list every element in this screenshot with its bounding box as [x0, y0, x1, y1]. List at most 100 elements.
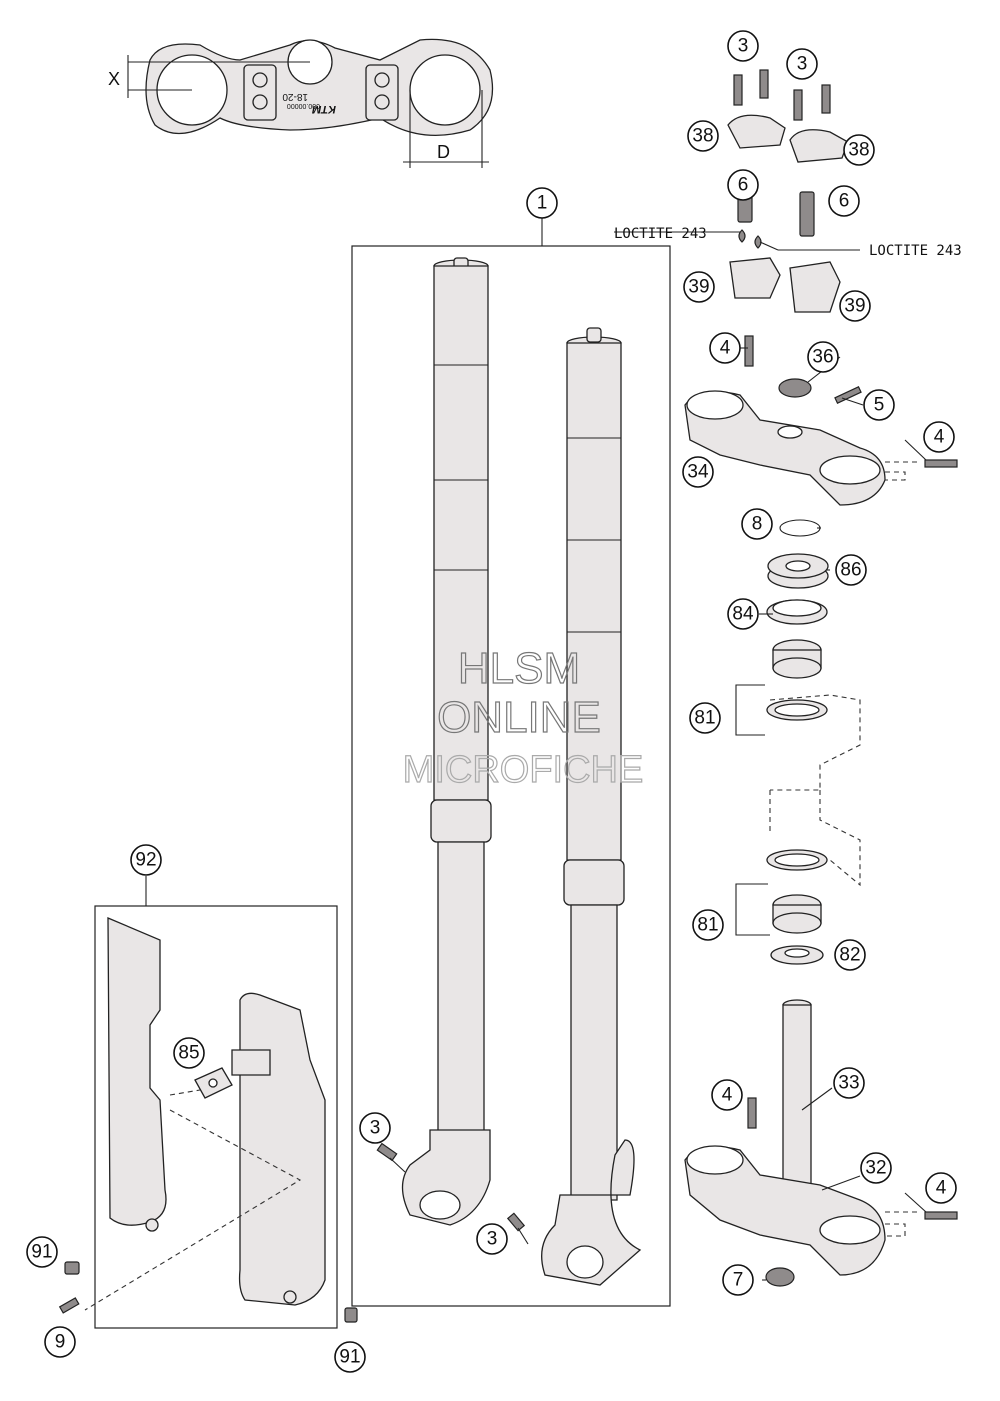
callout-4: 4	[709, 332, 741, 364]
svg-text:32: 32	[865, 1158, 886, 1179]
svg-text:7: 7	[733, 1270, 744, 1291]
callout-81: 81	[689, 702, 721, 734]
lower-bearing	[766, 849, 828, 934]
watermark-line-2: ONLINE	[437, 693, 601, 742]
bolt-4-side-top	[924, 459, 958, 468]
svg-text:8: 8	[752, 514, 763, 535]
callout-33: 33	[833, 1067, 865, 1099]
guard-bolt	[58, 1297, 80, 1314]
svg-text:4: 4	[934, 427, 945, 448]
loctite-note-left: LOCTITE 243	[614, 226, 707, 242]
svg-text:85: 85	[178, 1043, 199, 1064]
callout-4: 4	[923, 421, 955, 453]
callout-3: 3	[476, 1223, 508, 1255]
handlebar-clamp-upper-a	[727, 114, 786, 149]
callout-5: 5	[863, 389, 895, 421]
right-fork-guard	[231, 992, 326, 1306]
callout-3: 3	[786, 48, 818, 80]
plug-7	[765, 1267, 795, 1287]
svg-text:6: 6	[839, 191, 850, 212]
callout-4: 4	[925, 1172, 957, 1204]
bolt-4-side-bottom	[924, 1211, 958, 1220]
svg-text:34: 34	[687, 462, 709, 483]
callout-85: 85	[173, 1037, 205, 1069]
callout-39: 39	[683, 271, 715, 303]
svg-text:3: 3	[487, 1229, 498, 1250]
svg-text:3: 3	[797, 54, 808, 75]
ktm-logo: KTM	[311, 103, 336, 115]
callout-36: 36	[807, 341, 839, 373]
callout-6: 6	[828, 185, 860, 217]
bolt-4-top	[744, 335, 754, 367]
callout-82: 82	[834, 939, 866, 971]
watermark: HLSM ONLINE MICROFICHE	[402, 643, 644, 791]
svg-text:6: 6	[738, 175, 749, 196]
fork-assembly-frame	[351, 245, 671, 1307]
svg-text:33: 33	[838, 1073, 859, 1094]
svg-text:1: 1	[537, 193, 548, 214]
svg-text:91: 91	[31, 1242, 52, 1263]
o-ring-8	[779, 519, 821, 537]
svg-text:4: 4	[936, 1178, 947, 1199]
callout-91: 91	[334, 1341, 366, 1373]
svg-text:3: 3	[370, 1118, 381, 1139]
svg-text:82: 82	[839, 945, 860, 966]
callout-8: 8	[741, 508, 773, 540]
handlebar-clamp-lower-b	[789, 261, 841, 313]
callout-1: 1	[526, 187, 558, 219]
callout-38: 38	[687, 120, 719, 152]
callout-38: 38	[843, 134, 875, 166]
loctite-note-right: LOCTITE 243	[869, 243, 962, 259]
handlebar-clamp-lower-a	[729, 257, 781, 299]
bolt-38b-2	[821, 84, 831, 114]
fork-guard-frame	[94, 905, 338, 1329]
svg-text:36: 36	[812, 347, 833, 368]
bolt-4-bottom	[747, 1097, 757, 1129]
dimension-x-label: X	[108, 69, 120, 89]
svg-text:5: 5	[874, 395, 885, 416]
svg-text:91: 91	[339, 1347, 360, 1368]
bolt-6b	[799, 191, 815, 237]
leader-lines	[614, 231, 927, 1281]
left-fork-guard	[107, 917, 167, 1232]
callout-34: 34	[682, 456, 714, 488]
right-fork-leg	[541, 327, 642, 1286]
callout-3: 3	[727, 30, 759, 62]
callout-84: 84	[727, 598, 759, 630]
guard-screw-2	[344, 1307, 358, 1323]
bolt-38a-1	[733, 74, 743, 106]
svg-text:81: 81	[697, 915, 718, 936]
svg-text:39: 39	[844, 296, 865, 317]
bottom-triple-clamp	[684, 1145, 886, 1276]
callout-4: 4	[711, 1079, 743, 1111]
callout-3: 3	[359, 1112, 391, 1144]
dust-seal-82	[770, 945, 824, 965]
bolt-5	[834, 385, 862, 405]
guard-screw	[64, 1261, 80, 1275]
guard-clip	[194, 1067, 233, 1099]
seal-86	[767, 553, 829, 589]
svg-text:4: 4	[722, 1085, 733, 1106]
fork-bolt-right	[506, 1212, 526, 1232]
svg-text:4: 4	[720, 338, 731, 359]
watermark-line-1: HLSM	[458, 644, 580, 693]
callout-92: 92	[130, 844, 162, 876]
watermark-line-3: MICROFICHE	[403, 749, 644, 791]
svg-text:39: 39	[688, 277, 709, 298]
handlebar-clamp-upper-b	[789, 129, 849, 163]
fork-bolt-left	[376, 1142, 398, 1162]
callout-81: 81	[692, 909, 724, 941]
svg-text:81: 81	[694, 708, 715, 729]
seal-84	[766, 599, 828, 625]
left-fork-leg	[401, 257, 492, 1226]
callout-9: 9	[44, 1326, 76, 1358]
svg-text:86: 86	[840, 560, 861, 581]
steering-stem	[782, 999, 812, 1186]
callout-86: 86	[835, 554, 867, 586]
bolt-38a-2	[759, 69, 769, 99]
svg-text:3: 3	[738, 36, 749, 57]
svg-text:38: 38	[692, 126, 713, 147]
svg-text:92: 92	[135, 850, 156, 871]
svg-text:84: 84	[732, 604, 754, 625]
